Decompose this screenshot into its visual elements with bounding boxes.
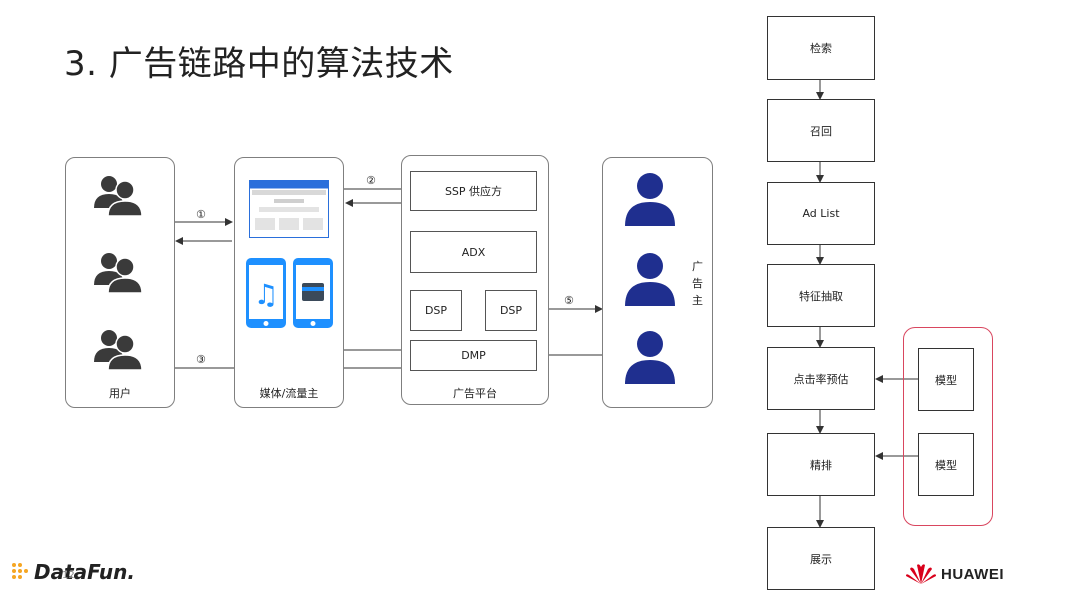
flow-step-recall: 召回 [767, 99, 875, 162]
page-title: 3. 广告链路中的算法技术 [64, 44, 454, 84]
huawei-logo: HUAWEI [905, 563, 1004, 585]
ssp-box: SSP 供应方 [410, 171, 537, 211]
datafun-logo-text: DataFun. [34, 560, 135, 584]
adx-box: ADX [410, 231, 537, 273]
model-group-frame [903, 327, 993, 526]
advertiser-label-char-2: 告 [692, 277, 703, 290]
advertiser-person-icon [625, 173, 675, 226]
user-group-icon [94, 330, 143, 371]
flow-step-ad-list: Ad List [767, 182, 875, 245]
user-group-icon [94, 176, 143, 217]
flow-step-display: 展示 [767, 527, 875, 590]
user-group-icon [94, 253, 143, 294]
media-panel-label: 媒体/流量主 [259, 387, 319, 400]
media-panel: ♫ 媒体/流量主 [234, 157, 344, 408]
advertiser-panel: 广 告 主 [602, 157, 713, 408]
advertiser-label-char-3: 主 [692, 294, 703, 307]
browser-window-icon [249, 180, 329, 238]
huawei-logo-text: HUAWEI [941, 565, 1004, 583]
datafun-logo: DataFun. [10, 560, 135, 584]
wallet-phone-icon [293, 258, 333, 328]
huawei-flower-icon [906, 564, 936, 584]
step-marker-3a: ③ [196, 353, 206, 366]
advertiser-label-char-1: 广 [692, 260, 703, 273]
step-marker-1: ① [196, 208, 206, 221]
dsp-box-1: DSP [410, 290, 462, 331]
page-number: 12 [62, 570, 75, 581]
step-marker-2: ② [366, 174, 376, 187]
dmp-box: DMP [410, 340, 537, 371]
advertiser-person-icon [625, 331, 675, 384]
flow-step-feature-extraction: 特征抽取 [767, 264, 875, 327]
datafun-dots-icon [12, 563, 28, 579]
flow-step-search: 检索 [767, 16, 875, 80]
user-panel-label: 用户 [109, 387, 131, 400]
user-panel: 用户 [65, 157, 175, 408]
music-phone-icon: ♫ [246, 258, 286, 328]
dsp-box-2: DSP [485, 290, 537, 331]
advertiser-person-icon [625, 253, 675, 306]
step-marker-5: ⑤ [564, 294, 574, 307]
flow-step-ctr-prediction: 点击率预估 [767, 347, 875, 410]
model-box-2: 模型 [918, 433, 974, 496]
flow-step-fine-ranking: 精排 [767, 433, 875, 496]
svg-text:♫: ♫ [253, 278, 278, 311]
ad-platform-label: 广告平台 [453, 387, 497, 400]
model-box-1: 模型 [918, 348, 974, 411]
